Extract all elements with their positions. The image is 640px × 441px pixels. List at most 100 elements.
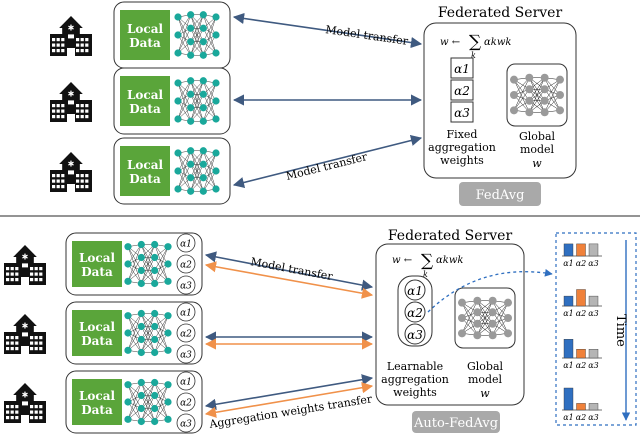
top-local-data-label-line1: Local	[127, 158, 164, 172]
svg-text:✱: ✱	[68, 159, 75, 168]
alpha-bar-2	[576, 243, 586, 257]
top-global-label: Global model w	[519, 130, 556, 170]
svg-text:✱: ✱	[22, 390, 29, 399]
alpha-bar-3	[588, 349, 599, 359]
bottom-alpha-2: α2	[407, 306, 423, 320]
bottom-global-network-icon	[458, 296, 512, 340]
alpha-bar-1	[563, 295, 574, 307]
alpha-bar-2	[576, 403, 586, 411]
bottom-learnable-label-line1: Learnable	[387, 360, 443, 373]
bottom-global-network	[458, 296, 512, 340]
top-school-icon-3: ✱	[50, 152, 92, 192]
bottom-school-icon-2: ✱	[4, 314, 46, 354]
top-local-data-label-line1: Local	[127, 22, 164, 36]
bottom-local-data-label-line2: Data	[81, 265, 113, 279]
alpha-bar-3	[588, 295, 599, 307]
alpha-bar-label-3: α3	[588, 259, 599, 268]
alpha-bar-1	[563, 339, 574, 359]
bottom-client-network-icon	[124, 378, 172, 426]
bottom-global-label-line3: w	[480, 387, 490, 400]
bottom-client-alpha-circle	[176, 233, 196, 253]
bottom-global-label: Global model w	[467, 360, 504, 400]
bottom-alpha-3: α3	[407, 328, 423, 342]
top-formula-sum: ∑	[469, 32, 481, 52]
top-arrow-label-1: Model transfer	[325, 23, 410, 48]
top-alpha-2: α2	[454, 84, 470, 98]
bottom-client-alpha-circle	[176, 323, 196, 343]
svg-text:✱: ✱	[22, 252, 29, 261]
top-local-data-box	[120, 10, 170, 60]
top-local-data-label-line2: Data	[129, 172, 161, 186]
top-alpha-1: α1	[454, 62, 470, 76]
bottom-local-data-label-line2: Data	[81, 403, 113, 417]
alpha-bar-label-2: α2	[576, 259, 587, 268]
alpha-bar-1	[563, 243, 574, 257]
bottom-local-data-label-line1: Local	[79, 251, 116, 265]
bottom-school-icon-3: ✱	[4, 383, 46, 423]
top-school-icon-1: ✱	[50, 16, 92, 56]
bottom-school-icon-1: ✱	[4, 245, 46, 285]
bottom-client-alpha-label: α2	[180, 330, 192, 340]
top-global-network-icon	[510, 73, 564, 117]
top-formula-rhs: αkwk	[484, 37, 511, 48]
top-fixed-label-line2: aggregation	[428, 141, 496, 154]
top-local-data-box	[120, 76, 170, 126]
top-global-label-line3: w	[532, 157, 542, 170]
bottom-arrow-1-orange	[204, 261, 374, 299]
top-global-network	[510, 73, 564, 117]
fedavg-badge	[459, 182, 541, 206]
alpha-bar-3	[588, 243, 599, 257]
alpha-to-time-dashed-arrow	[427, 269, 553, 313]
bottom-local-data-box	[72, 241, 122, 287]
top-server-box	[423, 22, 577, 179]
top-client-network-icon	[174, 11, 220, 59]
top-alpha-box-3	[450, 101, 474, 123]
svg-text:✱: ✱	[68, 89, 75, 98]
fedavg-badge-label: FedAvg	[476, 188, 525, 203]
alpha-bar-label-3: α3	[588, 413, 599, 422]
alpha-bar-2	[576, 349, 586, 359]
alpha-bar-label-1: α1	[563, 413, 574, 422]
bottom-formula-lhs: w ←	[392, 255, 412, 266]
alpha-bar-2	[576, 289, 586, 307]
bottom-global-label-line1: Global	[467, 360, 504, 373]
top-fixed-label: Fixed aggregation weights	[428, 128, 496, 167]
bottom-client-alpha-circle	[176, 275, 196, 295]
bottom-client-alpha-circle	[176, 371, 196, 391]
bottom-server-box	[375, 243, 525, 406]
bottom-alpha-circle-1	[404, 279, 426, 301]
top-global-label-line1: Global	[519, 130, 556, 143]
bottom-client-alpha-label: α3	[180, 351, 192, 361]
bottom-formula-sum: ∑	[421, 251, 433, 271]
bottom-formula-rhs: αkwk	[436, 255, 463, 266]
bottom-client-alpha-circle	[176, 344, 196, 364]
bottom-formula: w ← ∑ k αkwk	[392, 251, 463, 279]
bottom-client-alpha-label: α2	[180, 261, 192, 271]
top-local-data-label-line2: Data	[129, 102, 161, 116]
alpha-bar-label-2: α2	[576, 361, 587, 370]
top-formula: w ← ∑ k αkwk	[440, 32, 511, 60]
bottom-learnable-label: Learnable aggregation weights	[381, 360, 449, 399]
bottom-arrow-3-orange	[204, 382, 374, 418]
bottom-client-alpha-label: α1	[180, 378, 192, 388]
time-label: Time	[613, 314, 628, 347]
time-panel	[555, 232, 637, 426]
alpha-bar-label-2: α2	[576, 413, 587, 422]
alpha-bar-label-3: α3	[588, 309, 599, 318]
bottom-formula-sub: k	[423, 270, 428, 279]
bottom-client-alpha-label: α3	[180, 420, 192, 430]
top-local-data-label-line2: Data	[129, 36, 161, 50]
alpha-bar-label-1: α1	[563, 259, 574, 268]
bottom-global-label-line2: model	[468, 373, 503, 386]
top-arrow-3	[232, 135, 423, 188]
bottom-client-network-icon	[124, 309, 172, 357]
top-local-data-label-line1: Local	[127, 88, 164, 102]
